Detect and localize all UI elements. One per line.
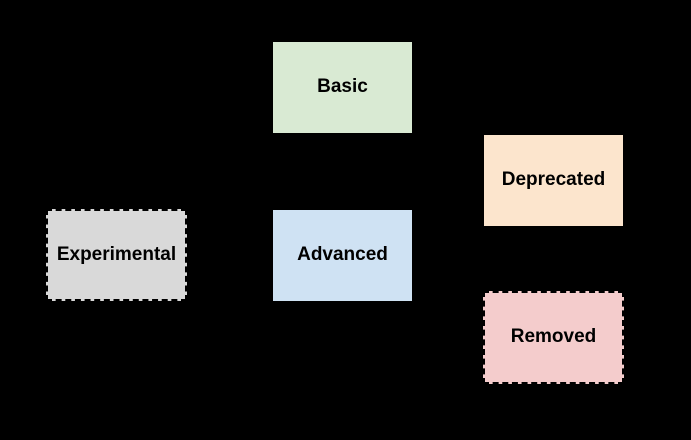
node-experimental-label: Experimental	[56, 243, 177, 265]
node-deprecated: Deprecated	[483, 134, 624, 227]
node-basic-label: Basic	[317, 76, 368, 98]
node-removed-label: Removed	[510, 326, 597, 348]
node-removed: Removed	[483, 291, 624, 384]
node-basic: Basic	[272, 41, 413, 134]
node-experimental: Experimental	[46, 209, 187, 301]
node-deprecated-label: Deprecated	[501, 169, 606, 191]
node-advanced-label: Advanced	[297, 244, 388, 266]
node-advanced: Advanced	[272, 209, 413, 302]
